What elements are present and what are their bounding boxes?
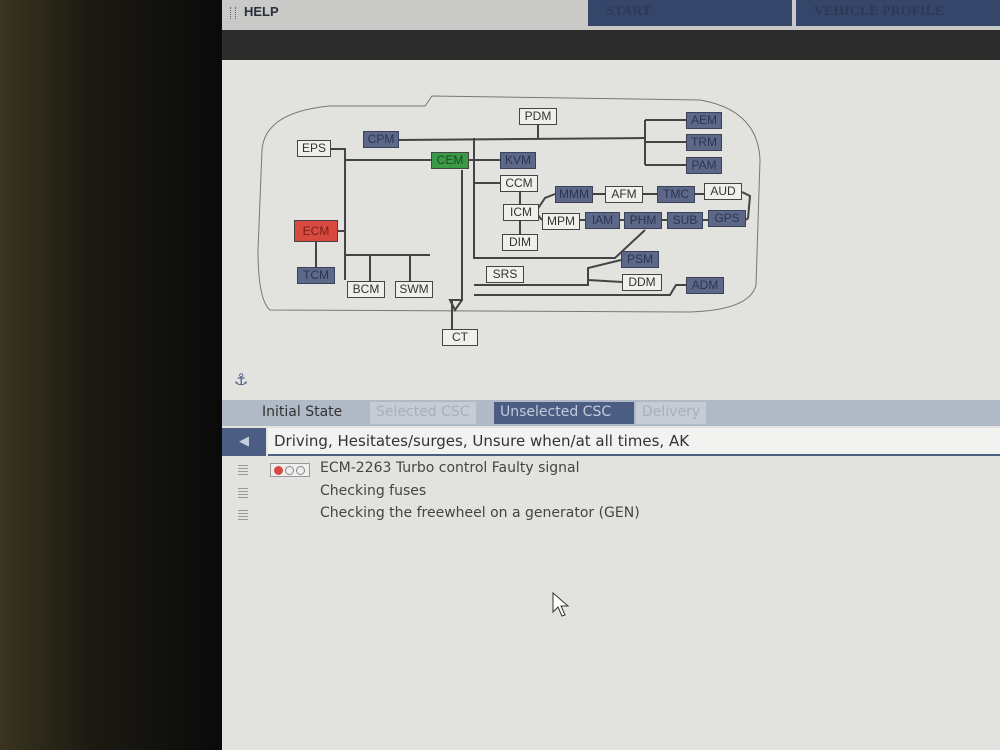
module-aem[interactable]: AEM <box>686 112 722 129</box>
module-pam[interactable]: PAM <box>686 157 722 174</box>
module-eps[interactable]: EPS <box>297 140 331 157</box>
symptom-criteria: Driving, Hesitates/surges, Unsure when/a… <box>268 428 1000 456</box>
tab-start[interactable]: START <box>588 0 792 26</box>
severity-indicator-icon <box>270 463 310 477</box>
network-diagram: EPS CPM CEM KVM PDM AEM TRM PAM CCM MMM … <box>0 0 1000 360</box>
help-menu[interactable]: HELP <box>244 4 279 19</box>
module-kvm[interactable]: KVM <box>500 152 536 169</box>
module-srs[interactable]: SRS <box>486 266 524 283</box>
network-lines <box>257 95 761 329</box>
top-bar: HELP START VEHICLE PROFILE <box>222 0 1000 30</box>
module-afm[interactable]: AFM <box>605 186 643 203</box>
module-mmm[interactable]: MMM <box>555 186 593 203</box>
module-adm[interactable]: ADM <box>686 277 724 294</box>
drag-handle-icon[interactable] <box>238 488 248 498</box>
module-trm[interactable]: TRM <box>686 134 722 151</box>
module-bcm[interactable]: BCM <box>347 281 385 298</box>
result-text: Checking the freewheel on a generator (G… <box>320 505 640 521</box>
result-text: ECM-2263 Turbo control Faulty signal <box>320 460 580 476</box>
lower-panel: Initial State Selected CSC Unselected CS… <box>222 0 1000 750</box>
download-icon[interactable]: ⚓ <box>234 370 249 389</box>
result-text: Checking fuses <box>320 483 427 499</box>
module-ct[interactable]: CT <box>442 329 478 346</box>
module-tmc[interactable]: TMC <box>657 186 695 203</box>
drag-handle-icon[interactable] <box>238 465 248 475</box>
module-sub[interactable]: SUB <box>667 212 703 229</box>
module-cem[interactable]: CEM <box>431 152 469 169</box>
module-tcm[interactable]: TCM <box>297 267 335 284</box>
module-ddm[interactable]: DDM <box>622 274 662 291</box>
module-psm[interactable]: PSM <box>621 251 659 268</box>
tab-delivery[interactable]: Delivery <box>636 402 707 424</box>
mouse-cursor-icon <box>552 592 570 617</box>
drag-handle-icon[interactable] <box>238 510 248 520</box>
result-row[interactable]: Checking the freewheel on a generator (G… <box>222 505 1000 527</box>
monitor-bezel <box>0 0 222 750</box>
tab-initial-state[interactable]: Initial State <box>256 402 349 424</box>
module-aud[interactable]: AUD <box>704 183 742 200</box>
module-ecm[interactable]: ECM <box>294 220 338 242</box>
module-mpm[interactable]: MPM <box>542 213 580 230</box>
grip-icon <box>230 7 236 19</box>
tab-selected-csc[interactable]: Selected CSC <box>370 402 476 424</box>
tab-unselected-csc[interactable]: Unselected CSC <box>494 402 634 424</box>
result-row[interactable]: ECM-2263 Turbo control Faulty signal <box>222 460 1000 482</box>
module-cpm[interactable]: CPM <box>363 131 399 148</box>
module-icm[interactable]: ICM <box>503 204 539 221</box>
result-row[interactable]: Checking fuses <box>222 483 1000 505</box>
module-phm[interactable]: PHM <box>624 212 662 229</box>
tab-vehicle-profile[interactable]: VEHICLE PROFILE <box>796 0 1000 26</box>
back-button[interactable]: ◀ <box>222 428 266 456</box>
module-iam[interactable]: IAM <box>585 212 620 229</box>
module-pdm[interactable]: PDM <box>519 108 557 125</box>
module-swm[interactable]: SWM <box>395 281 433 298</box>
module-dim[interactable]: DIM <box>502 234 538 251</box>
module-gps[interactable]: GPS <box>708 210 746 227</box>
toolbar-strip <box>222 30 1000 60</box>
module-ccm[interactable]: CCM <box>500 175 538 192</box>
